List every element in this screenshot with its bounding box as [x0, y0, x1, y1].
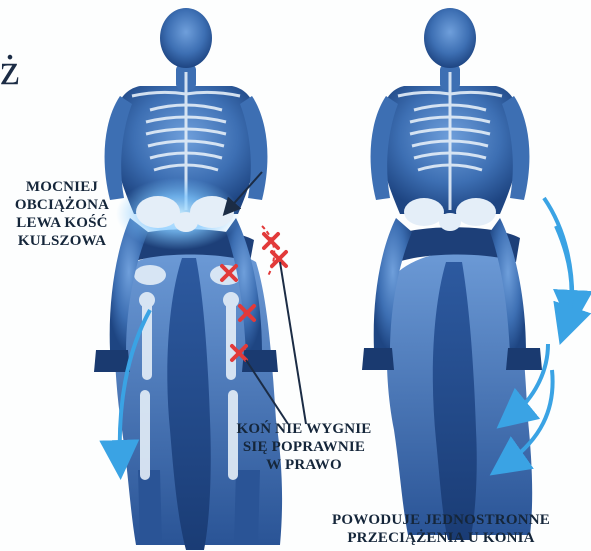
corner-glyph: ż: [0, 44, 30, 104]
left-rider-boot-left: [94, 350, 130, 372]
label-middle-bend: KOŃ NIE WYGNIE SIĘ POPRAWNIE W PRAWO: [228, 420, 380, 474]
left-horse-leg-left: [138, 470, 162, 545]
right-rider-boot-right: [506, 348, 542, 370]
label-middle-line-2: SIĘ POPRAWNIE: [228, 438, 380, 456]
label-left-line-4: KULSZOWA: [2, 232, 122, 250]
label-left-line-2: OBCIĄŻONA: [2, 196, 122, 214]
right-rider-boot-left: [362, 348, 394, 370]
label-left-line-3: LEWA KOŚĆ: [2, 214, 122, 232]
label-bottom-line-1: POWODUJE JEDNOSTRONNE: [296, 511, 586, 529]
left-rider-head: [160, 8, 212, 68]
label-bottom-line-2: PRZECIĄŻENIA U KONIA: [296, 529, 586, 547]
left-horse-leg-right: [234, 470, 260, 545]
label-bottom-overload: POWODUJE JEDNOSTRONNE PRZECIĄŻENIA U KON…: [296, 511, 586, 547]
label-middle-line-1: KOŃ NIE WYGNIE: [228, 420, 380, 438]
label-middle-line-3: W PRAWO: [228, 456, 380, 474]
right-rider-head: [424, 8, 476, 68]
label-left-ischium: MOCNIEJ OBCIĄŻONA LEWA KOŚĆ KULSZOWA: [2, 178, 122, 250]
label-left-line-1: MOCNIEJ: [2, 178, 122, 196]
